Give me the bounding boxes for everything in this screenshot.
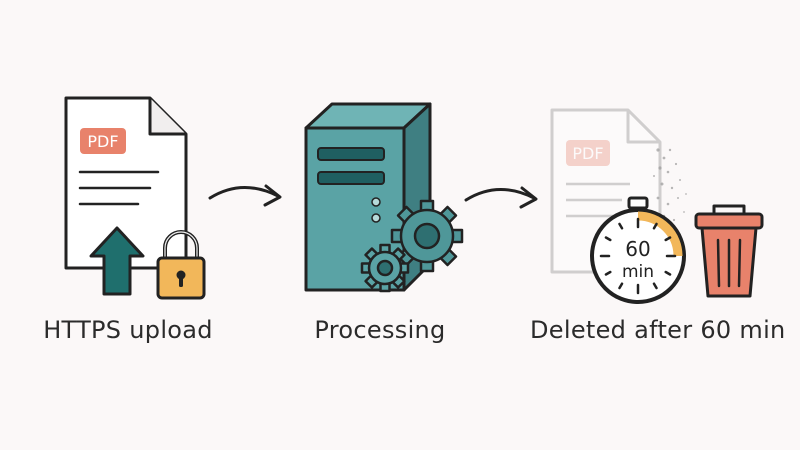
timer-tick (604, 236, 612, 242)
timer-tick (664, 270, 672, 276)
timer-tick (652, 282, 658, 290)
step-caption-deleted: Deleted after 60 min (530, 316, 786, 344)
server-tower-icon (304, 102, 432, 292)
padlock-icon (156, 230, 206, 300)
timer-tick (664, 236, 672, 242)
upload-arrow-icon (89, 226, 145, 296)
timer-progress-arc (637, 211, 683, 257)
flow-arrow-2 (464, 186, 538, 209)
timer-tick (618, 282, 624, 290)
step-caption-https-upload: HTTPS upload (43, 316, 213, 344)
step-caption-processing: Processing (314, 316, 446, 344)
timer-unit: min (622, 262, 654, 282)
timer-tick (652, 222, 658, 230)
flow-arrow-1 (208, 184, 282, 207)
pdf-document-icon: PDF (64, 96, 188, 270)
small-gear-icon (360, 243, 410, 293)
pdf-badge (80, 128, 126, 154)
timer-tick (618, 222, 624, 230)
timer-value: 60 (625, 237, 650, 261)
gear-icon (390, 199, 464, 273)
faded-pdf-badge-label: PDF (572, 144, 603, 163)
trash-can-icon (694, 204, 764, 298)
timer-tick (604, 270, 612, 276)
pdf-badge-label: PDF (87, 132, 118, 151)
timer-ticks (599, 217, 677, 295)
stopwatch-icon: 60 min (590, 196, 686, 304)
